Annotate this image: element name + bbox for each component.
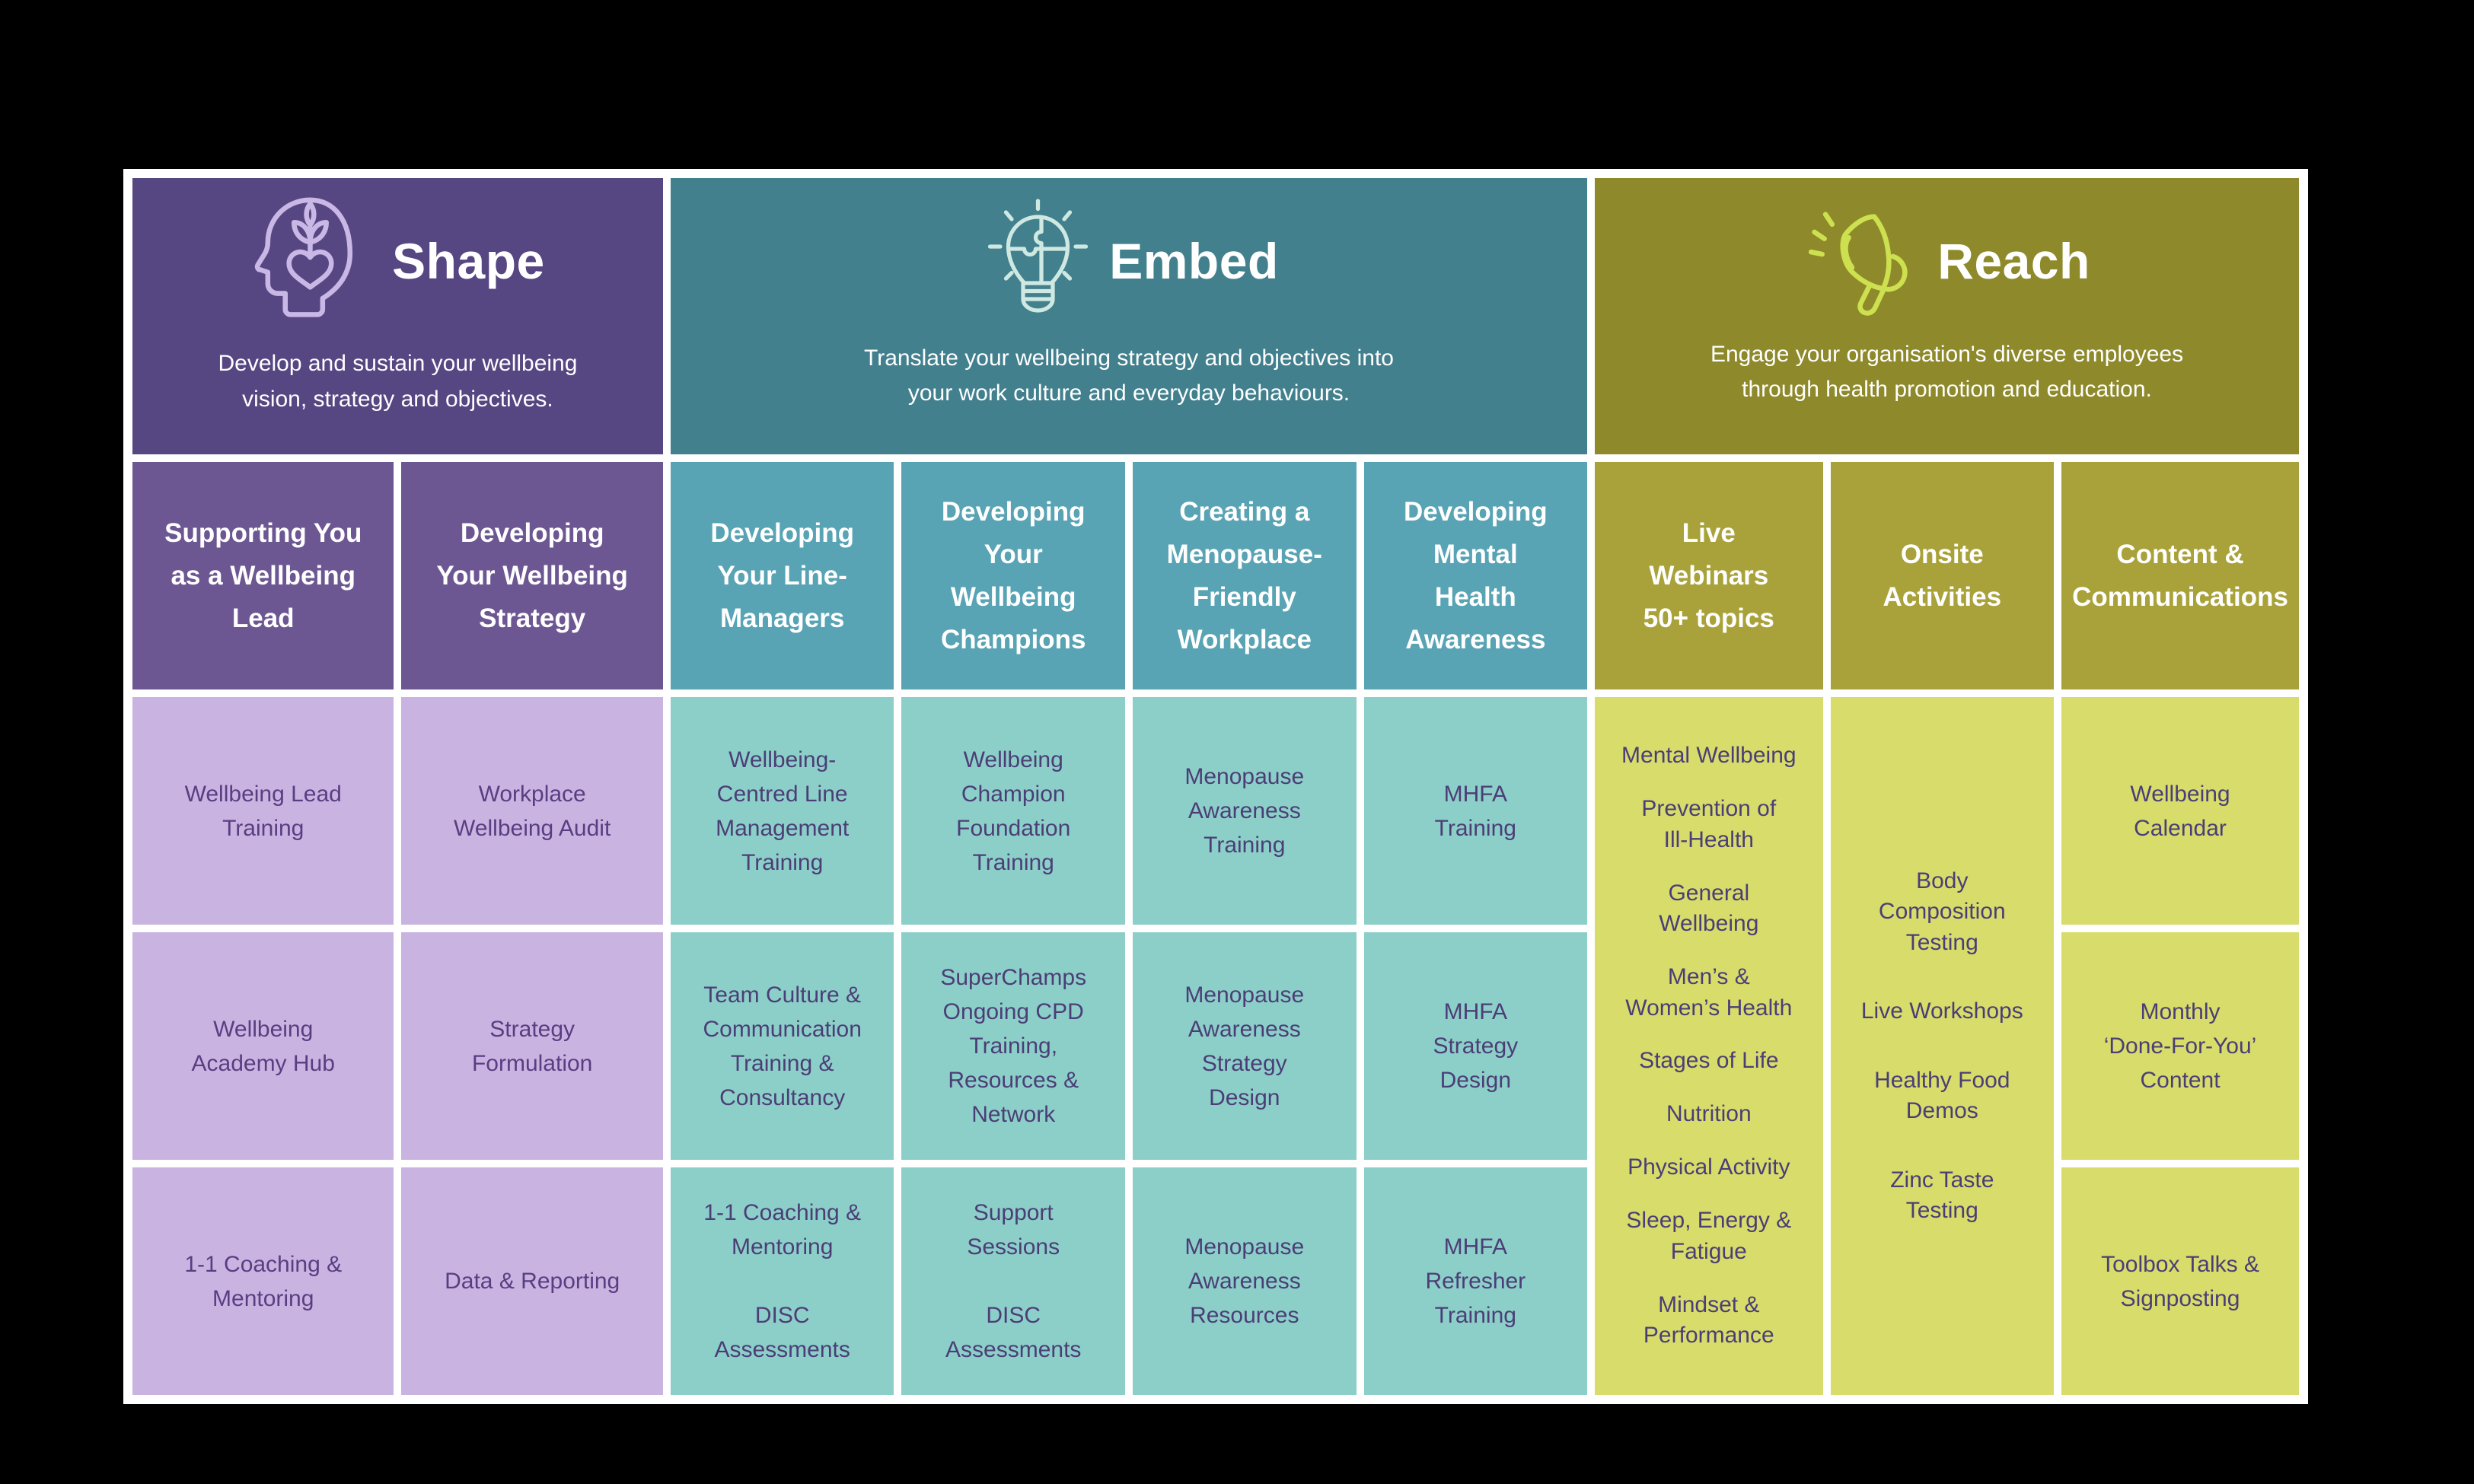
- reach-subtitle: Engage your organisation's diverse emplo…: [1710, 341, 2184, 403]
- embed-subtitle: Translate your wellbeing strategy and ob…: [864, 345, 1394, 406]
- cell-wellbeing-calendar: Wellbeing Calendar: [2061, 697, 2299, 925]
- cell-menopause-awareness-strategy-design: Menopause Awareness Strategy Design: [1133, 932, 1357, 1160]
- list-item: Body Composition Testing: [1878, 868, 2006, 955]
- list-item: Physical Activity: [1628, 1154, 1790, 1180]
- megaphone-icon: [1803, 202, 1925, 320]
- shape-section-header: Shape Develop and sustain your wellbeing…: [132, 178, 663, 454]
- list-item: Nutrition: [1666, 1101, 1752, 1127]
- cell-menopause-awareness-resources: Menopause Awareness Resources: [1133, 1167, 1357, 1395]
- column-header-creating-a-menopause-friendly-workplace: Creating a Menopause- Friendly Workplace: [1133, 462, 1357, 689]
- reach-header-row: Reach: [1803, 202, 2090, 320]
- list-item: Men’s & Women’s Health: [1625, 964, 1793, 1021]
- cell-mhfa-training: MHFA Training: [1363, 697, 1588, 925]
- column-header-developing-your-wellbeing-champions: Developing Your Wellbeing Champions: [901, 462, 1125, 689]
- cell-team-culture-communication-training-consultancy: Team Culture & Communication Training & …: [670, 932, 894, 1160]
- cell-workplace-wellbeing-audit: Workplace Wellbeing Audit: [401, 697, 663, 925]
- shape-title: Shape: [392, 233, 545, 289]
- head-plant-heart-icon: [250, 193, 380, 330]
- embed-title: Embed: [1109, 233, 1279, 289]
- list-item: Sleep, Energy & Fatigue: [1626, 1208, 1792, 1264]
- list-item: Mindset & Performance: [1643, 1291, 1774, 1349]
- column-header-developing-your-wellbeing-strategy: Developing Your Wellbeing Strategy: [401, 462, 663, 689]
- services-grid: Shape Develop and sustain your wellbeing…: [132, 178, 2299, 1395]
- column-header-developing-mental-health-awareness: Developing Mental Health Awareness: [1363, 462, 1588, 689]
- shape-subtitle: Develop and sustain your wellbeing visio…: [218, 351, 578, 412]
- cell-mhfa-strategy-design: MHFA Strategy Design: [1363, 932, 1588, 1160]
- column-header-onsite-activities: Onsite Activities: [1830, 462, 2055, 689]
- onsite-activities-list: Body Composition Testing Live Workshops …: [1830, 697, 2055, 1395]
- embed-header-row: Embed: [979, 198, 1279, 324]
- cell-strategy-formulation: Strategy Formulation: [401, 932, 663, 1160]
- cell-1-1-coaching-mentoring: 1-1 Coaching & Mentoring: [132, 1167, 394, 1395]
- cell-wellbeing-centred-line-management-training: Wellbeing- Centred Line Management Train…: [670, 697, 894, 925]
- shape-header-row: Shape: [250, 193, 545, 330]
- cell-coaching-mentoring-disc-assessments: 1-1 Coaching & Mentoring DISC Assessment…: [670, 1167, 894, 1395]
- cell-wellbeing-champion-foundation-training: Wellbeing Champion Foundation Training: [901, 697, 1125, 925]
- cell-mhfa-refresher-training: MHFA Refresher Training: [1363, 1167, 1588, 1395]
- column-header-developing-your-line-managers: Developing Your Line- Managers: [670, 462, 894, 689]
- cell-data-reporting: Data & Reporting: [401, 1167, 663, 1395]
- cell-wellbeing-lead-training: Wellbeing Lead Training: [132, 697, 394, 925]
- cell-toolbox-talks-signposting: Toolbox Talks & Signposting: [2061, 1167, 2299, 1395]
- column-header-content-communications: Content & Communications: [2061, 462, 2299, 689]
- list-item: Mental Wellbeing: [1621, 743, 1797, 769]
- embed-section-header: Embed Translate your wellbeing strategy …: [670, 178, 1588, 454]
- reach-section-header: Reach Engage your organisation's diverse…: [1595, 178, 2299, 454]
- list-item: Live Workshops: [1860, 998, 2023, 1024]
- column-header-supporting-you-as-a-wellbeing-lead: Supporting You as a Wellbeing Lead: [132, 462, 394, 689]
- list-item: Stages of Life: [1639, 1048, 1779, 1074]
- reach-title: Reach: [1937, 233, 2090, 289]
- list-item: Prevention of Ill-Health: [1641, 796, 1777, 852]
- cell-menopause-awareness-training: Menopause Awareness Training: [1133, 697, 1357, 925]
- column-header-live-webinars: Live Webinars 50+ topics: [1595, 462, 1823, 689]
- list-item: Zinc Taste Testing: [1890, 1167, 1994, 1224]
- cell-monthly-done-for-you-content: Monthly ‘Done-For-You’ Content: [2061, 932, 2299, 1160]
- wellbeing-services-table: Shape Develop and sustain your wellbeing…: [123, 169, 2308, 1404]
- cell-superchamps-ongoing-cpd: SuperChamps Ongoing CPD Training, Resour…: [901, 932, 1125, 1160]
- live-webinars-topic-list: Mental Wellbeing Prevention of Ill-Healt…: [1595, 697, 1823, 1395]
- puzzle-lightbulb-icon: [979, 198, 1097, 324]
- cell-support-sessions-disc-assessments: Support Sessions DISC Assessments: [901, 1167, 1125, 1395]
- list-item: General Wellbeing: [1659, 880, 1759, 937]
- cell-wellbeing-academy-hub: Wellbeing Academy Hub: [132, 932, 394, 1160]
- list-item: Healthy Food Demos: [1874, 1067, 2010, 1124]
